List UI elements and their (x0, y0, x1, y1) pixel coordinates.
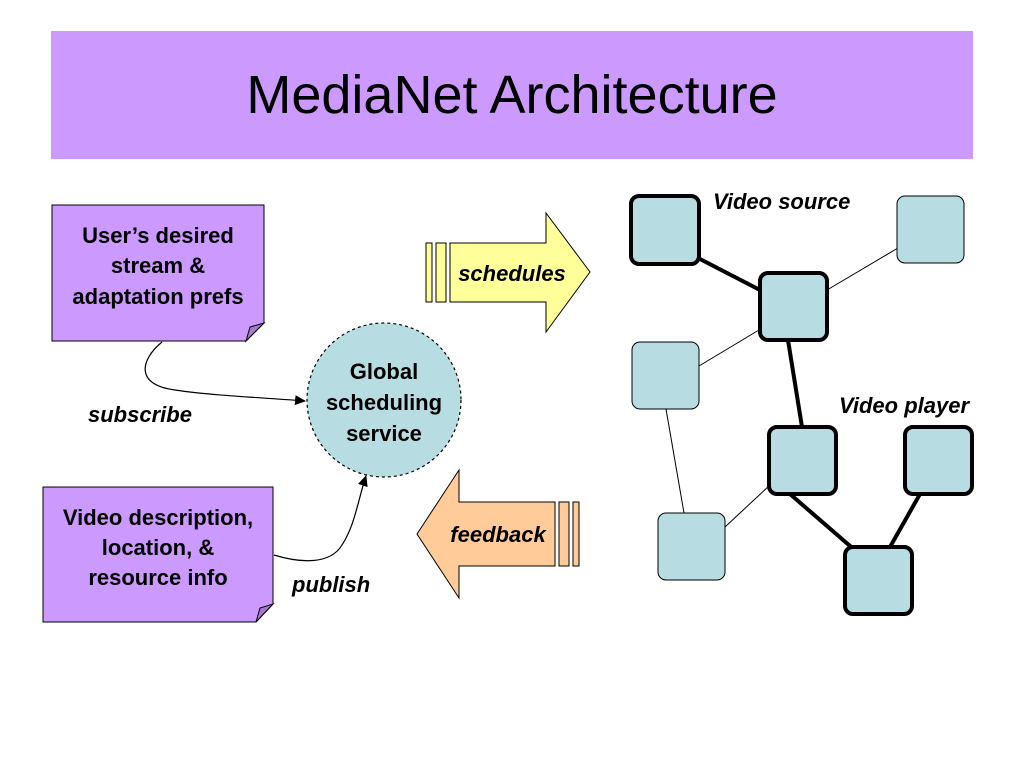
subscriber-note-line-1: User’s desired (82, 223, 234, 248)
stream-path-link (788, 492, 859, 554)
network-link (665, 408, 685, 514)
feedback-arrow-stripe-2 (572, 501, 580, 567)
publisher-note-line-2: location, & (102, 535, 215, 560)
publisher-note-line-3: resource info (88, 565, 227, 590)
publisher-note-fold (255, 602, 275, 623)
stream-path-link (697, 256, 761, 292)
title-banner: MediaNet Architecture (51, 31, 973, 159)
subscriber-note-line-2: stream & (111, 253, 205, 278)
publisher-note: Video description, location, & resource … (42, 486, 275, 623)
service-line-3: service (346, 421, 422, 446)
page-title: MediaNet Architecture (246, 65, 778, 125)
network-node (758, 271, 829, 342)
subscriber-note: User’s desired stream & adaptation prefs (51, 204, 266, 343)
network-link (826, 247, 899, 291)
feedback-label: feedback (450, 522, 547, 547)
publish-connector (273, 475, 368, 562)
network-node (896, 195, 965, 264)
video-source-label: Video source (713, 189, 850, 214)
network-node (843, 545, 914, 616)
service-circle (306, 322, 462, 478)
feedback-arrow: feedback (416, 468, 580, 600)
schedules-arrow-stripe-2 (435, 242, 447, 303)
schedules-arrow-body (449, 211, 591, 334)
video-player-label: Video player (839, 393, 970, 418)
schedules-arrow: schedules (425, 211, 591, 334)
network-node (631, 341, 700, 410)
subscriber-note-line-3: adaptation prefs (72, 284, 243, 309)
subscribe-connector (144, 341, 306, 406)
publish-label: publish (291, 572, 370, 597)
network-node (657, 512, 726, 581)
subscriber-note-fold (244, 321, 266, 343)
video-source-node (629, 194, 701, 266)
network-link (698, 329, 760, 367)
publisher-note-line-1: Video description, (63, 505, 253, 530)
schedules-arrow-stripe-1 (425, 242, 433, 303)
network-node (767, 425, 838, 496)
video-player-node (903, 425, 974, 496)
service-line-2: scheduling (326, 390, 442, 415)
service-line-1: Global (350, 359, 418, 384)
subscribe-label: subscribe (88, 402, 192, 427)
stream-path-link (786, 339, 804, 428)
stream-path-link (888, 493, 922, 548)
global-scheduling-service: Global scheduling service (306, 322, 462, 478)
network-link (724, 484, 771, 528)
feedback-arrow-stripe-1 (558, 501, 570, 567)
schedules-label: schedules (458, 261, 566, 286)
network-graph: Video source Video player (629, 189, 974, 616)
feedback-arrow-body (416, 468, 556, 600)
